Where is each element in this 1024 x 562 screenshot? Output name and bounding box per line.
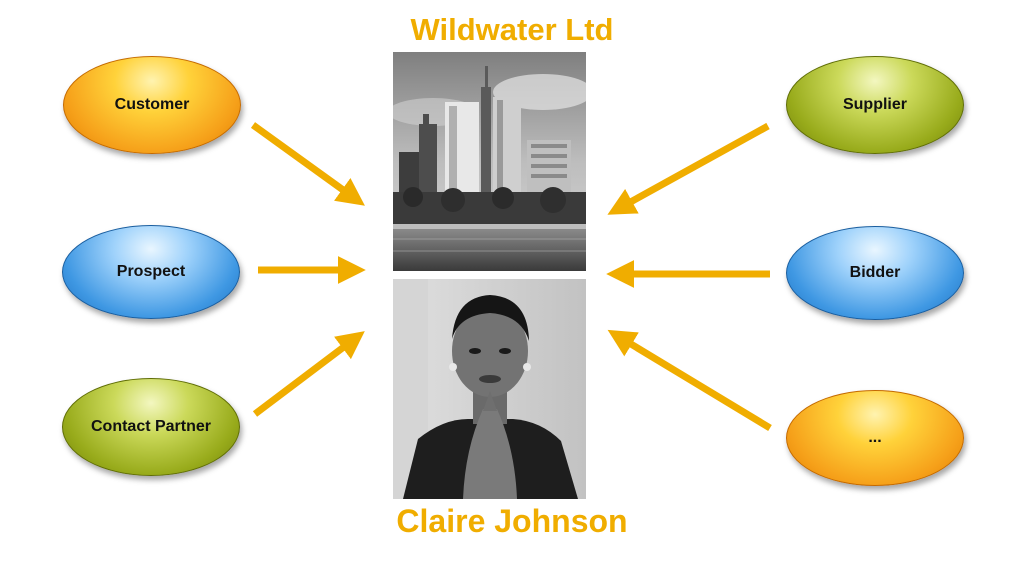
company-title: Wildwater Ltd (410, 12, 614, 47)
role-prospect-label: Prospect (116, 263, 186, 280)
arrow-more (607, 329, 772, 431)
person-title: Claire Johnson (396, 503, 628, 539)
role-contact-partner: Contact Partner (62, 378, 240, 476)
role-prospect: Prospect (62, 225, 240, 319)
role-bidder: Bidder (786, 226, 964, 320)
role-customer-label: Customer (114, 96, 190, 113)
role-more-label: ... (868, 429, 882, 446)
arrow-contact-partner (252, 331, 365, 417)
arrow-customer (250, 122, 365, 206)
role-supplier: Supplier (786, 56, 964, 154)
role-bidder-label: Bidder (849, 264, 901, 281)
role-supplier-label: Supplier (842, 96, 907, 113)
role-contact-partner-label: Contact Partner (90, 418, 212, 435)
role-customer: Customer (63, 56, 241, 154)
person-photo (393, 279, 586, 499)
building-photo (393, 52, 586, 271)
arrow-supplier (607, 122, 770, 215)
role-more: ... (786, 390, 964, 486)
